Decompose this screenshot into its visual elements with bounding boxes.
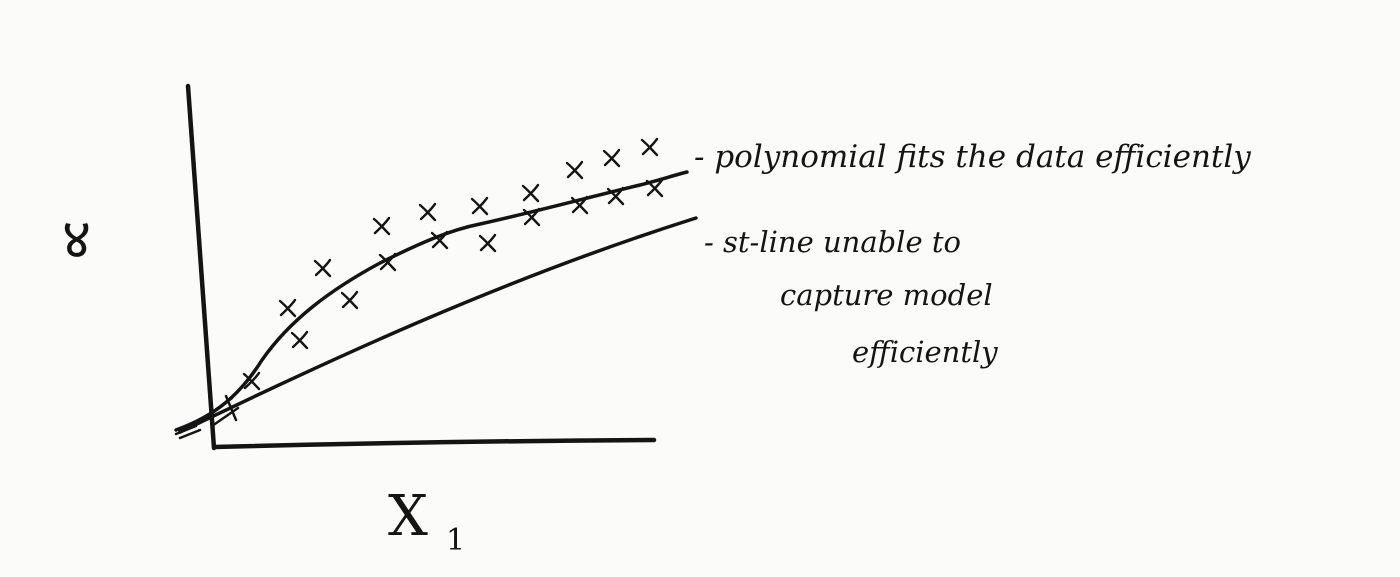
data-point-marker <box>640 137 659 157</box>
data-point-marker <box>378 252 397 272</box>
data-point-marker <box>340 290 359 310</box>
data-point-marker <box>290 330 309 350</box>
y-axis-label: ४ <box>62 207 91 272</box>
data-point-marker <box>470 196 489 216</box>
data-point-marker <box>430 230 449 250</box>
data-point-marker <box>418 202 437 222</box>
x-axis-label: X <box>388 484 428 549</box>
straight-line-annotation-line-1: - st-line unable to <box>704 225 961 259</box>
data-point-marker <box>521 183 540 203</box>
polynomial-curve <box>174 170 689 432</box>
polynomial-annotation: - polynomial fits the data efficiently <box>694 139 1251 175</box>
data-point-marker <box>242 371 261 391</box>
data-point-marker <box>478 233 497 253</box>
straight-line-fit <box>178 216 698 434</box>
data-point-marker <box>602 148 621 168</box>
data-point-marker <box>606 186 625 206</box>
data-point-marker <box>565 160 584 180</box>
data-point-marker <box>313 258 332 278</box>
straight-line-annotation-line-2: capture model <box>780 278 993 312</box>
data-point-marker <box>570 195 589 215</box>
data-point-marker <box>522 207 541 227</box>
straight-line-annotation-line-3: efficiently <box>852 335 998 369</box>
data-point-marker <box>645 178 664 198</box>
data-point-marker <box>372 216 391 236</box>
x-axis <box>211 437 657 450</box>
data-point-marker <box>278 298 297 318</box>
origin-scribble <box>174 394 240 440</box>
y-axis <box>185 83 217 451</box>
data-points <box>242 137 664 391</box>
x-axis-subscript: 1 <box>446 523 465 558</box>
